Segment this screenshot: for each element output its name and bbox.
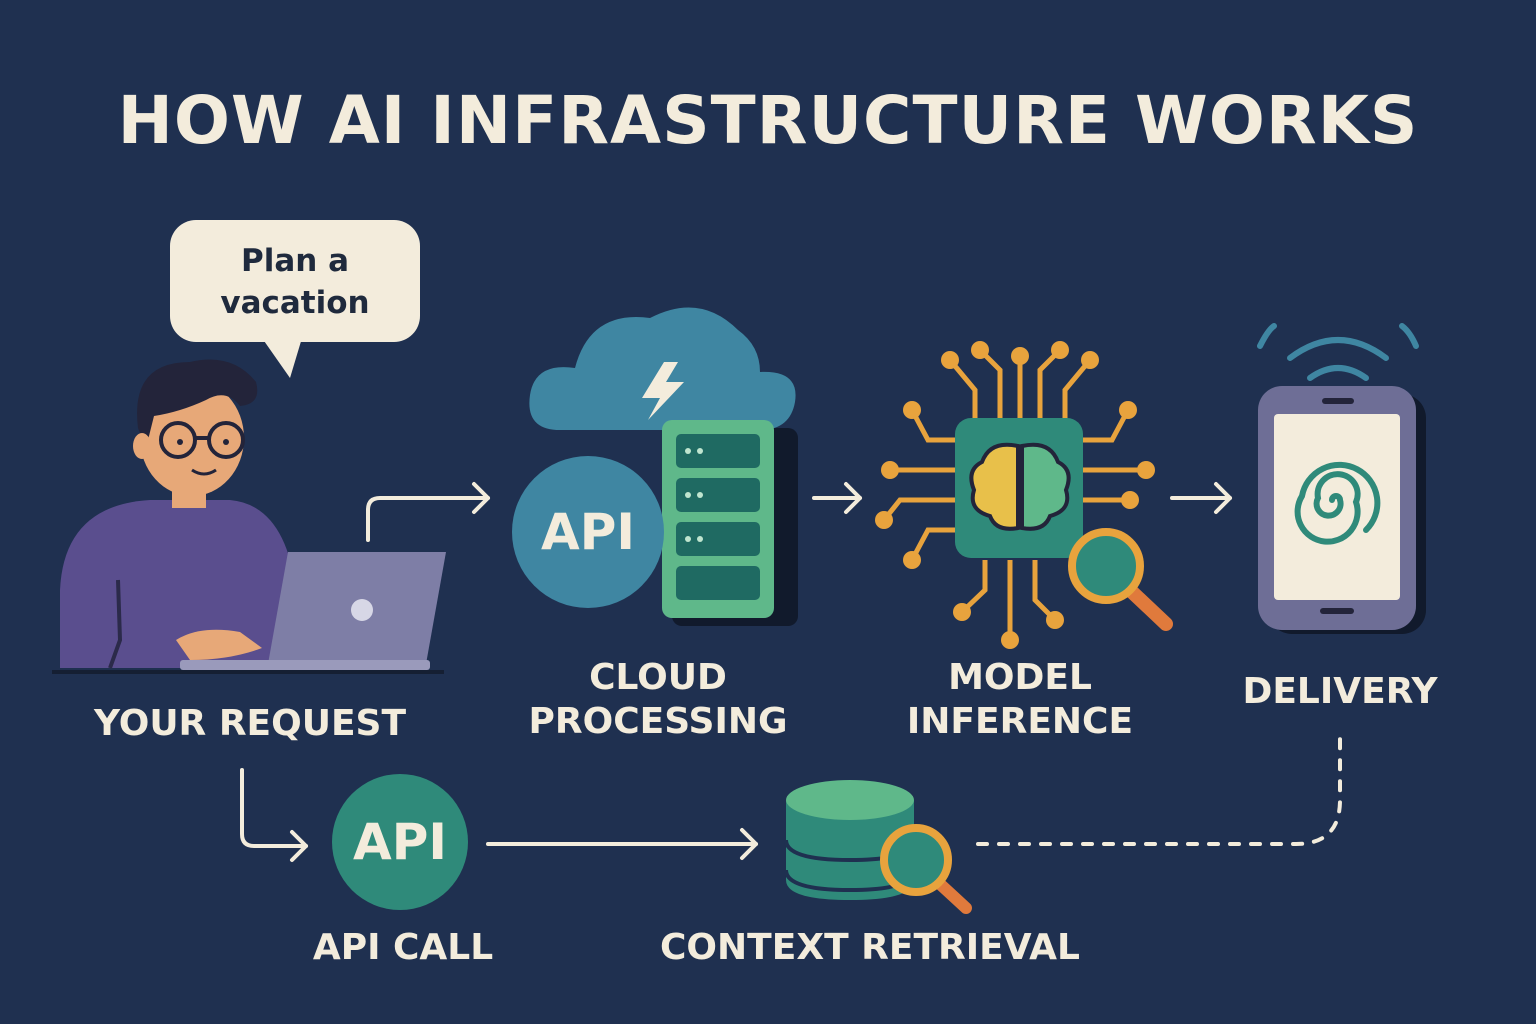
flow-arrows xyxy=(240,482,1342,862)
api-call-badge-label: API xyxy=(353,813,447,871)
step-label-your-request: YOUR REQUEST xyxy=(93,703,407,744)
speech-bubble xyxy=(170,220,420,378)
step-label-model-inference: MODEL INFERENCE xyxy=(880,656,1160,744)
page-title: HOW AI INFRASTRUCTURE WORKS xyxy=(117,82,1419,159)
cloud-api-badge xyxy=(512,456,664,608)
speech-bubble-line-2: vacation xyxy=(220,285,370,321)
step-label-delivery: DELIVERY xyxy=(1242,671,1438,712)
speech-bubble-text: Plan a vacation xyxy=(172,240,418,324)
step-label-api-call: API CALL xyxy=(312,927,494,968)
arrow-request-to-cloud xyxy=(366,496,490,542)
model-label-line-1: MODEL xyxy=(948,657,1092,698)
cloud-api-badge-label: API xyxy=(541,503,635,561)
model-label-line-2: INFERENCE xyxy=(906,701,1134,742)
step-label-cloud-processing: CLOUD PROCESSING xyxy=(500,656,816,744)
database-icon xyxy=(784,780,916,900)
cloud-label-line-1: CLOUD xyxy=(589,657,727,698)
dashed-context-to-delivery xyxy=(976,726,1342,846)
cloud-label-line-2: PROCESSING xyxy=(528,701,788,742)
context-magnifier-icon xyxy=(880,824,972,914)
magnifier-icon xyxy=(1068,528,1173,631)
person-at-laptop-icon xyxy=(52,359,446,674)
step-label-context-retrieval: CONTEXT RETRIEVAL xyxy=(660,927,1080,968)
api-call-badge xyxy=(332,774,468,910)
arrow-request-to-api-call xyxy=(240,768,308,848)
cloud-lightning-icon xyxy=(529,307,796,430)
server-rack-icon xyxy=(662,420,798,626)
chip-node-dots xyxy=(875,341,1155,649)
brain-icon xyxy=(969,442,1071,531)
speech-bubble-line-1: Plan a xyxy=(240,243,350,279)
smartphone-icon xyxy=(1258,386,1426,634)
wifi-signal-icon xyxy=(1257,323,1419,381)
